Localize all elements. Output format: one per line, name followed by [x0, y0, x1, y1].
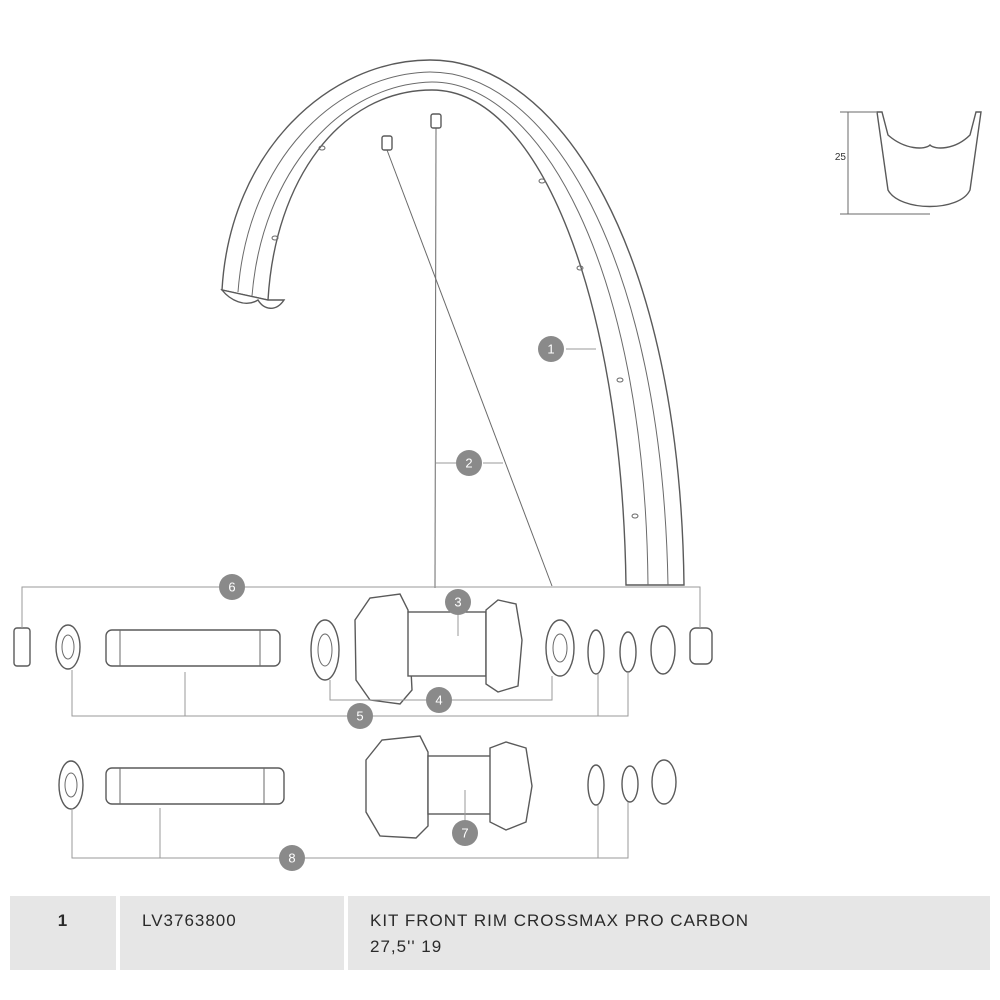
svg-text:4: 4	[435, 693, 442, 708]
rim-profile: 25	[835, 111, 982, 215]
rim	[220, 59, 685, 586]
part-description: KIT FRONT RIM CROSSMAX PRO CARBON 27,5''…	[348, 896, 990, 970]
exploded-parts-diagram: 25	[13, 59, 982, 871]
callout-1: 1	[538, 336, 564, 362]
part-reference: LV3763800	[120, 896, 344, 970]
svg-text:6: 6	[228, 580, 235, 595]
part-number: 1	[10, 896, 116, 970]
svg-text:2: 2	[465, 456, 472, 471]
svg-text:1: 1	[547, 342, 554, 357]
svg-text:7: 7	[461, 826, 468, 841]
callout-8: 8	[279, 845, 305, 871]
callout-4: 4	[426, 687, 452, 713]
spokes	[381, 113, 553, 589]
callout-3: 3	[445, 589, 471, 615]
callout-6: 6	[219, 574, 245, 600]
callout-5: 5	[347, 703, 373, 729]
svg-text:8: 8	[288, 851, 295, 866]
svg-text:3: 3	[454, 595, 461, 610]
profile-height-label: 25	[835, 152, 847, 163]
hub-assembly-row1	[13, 593, 713, 705]
part-description-line1: KIT FRONT RIM CROSSMAX PRO CARBON	[370, 911, 750, 930]
callout-2: 2	[456, 450, 482, 476]
svg-text:5: 5	[356, 709, 363, 724]
part-description-line2: 27,5'' 19	[370, 937, 443, 956]
parts-table: 1 LV3763800 KIT FRONT RIM CROSSMAX PRO C…	[10, 896, 990, 970]
hub-assembly-row2	[58, 735, 677, 839]
callout-7: 7	[452, 820, 478, 846]
